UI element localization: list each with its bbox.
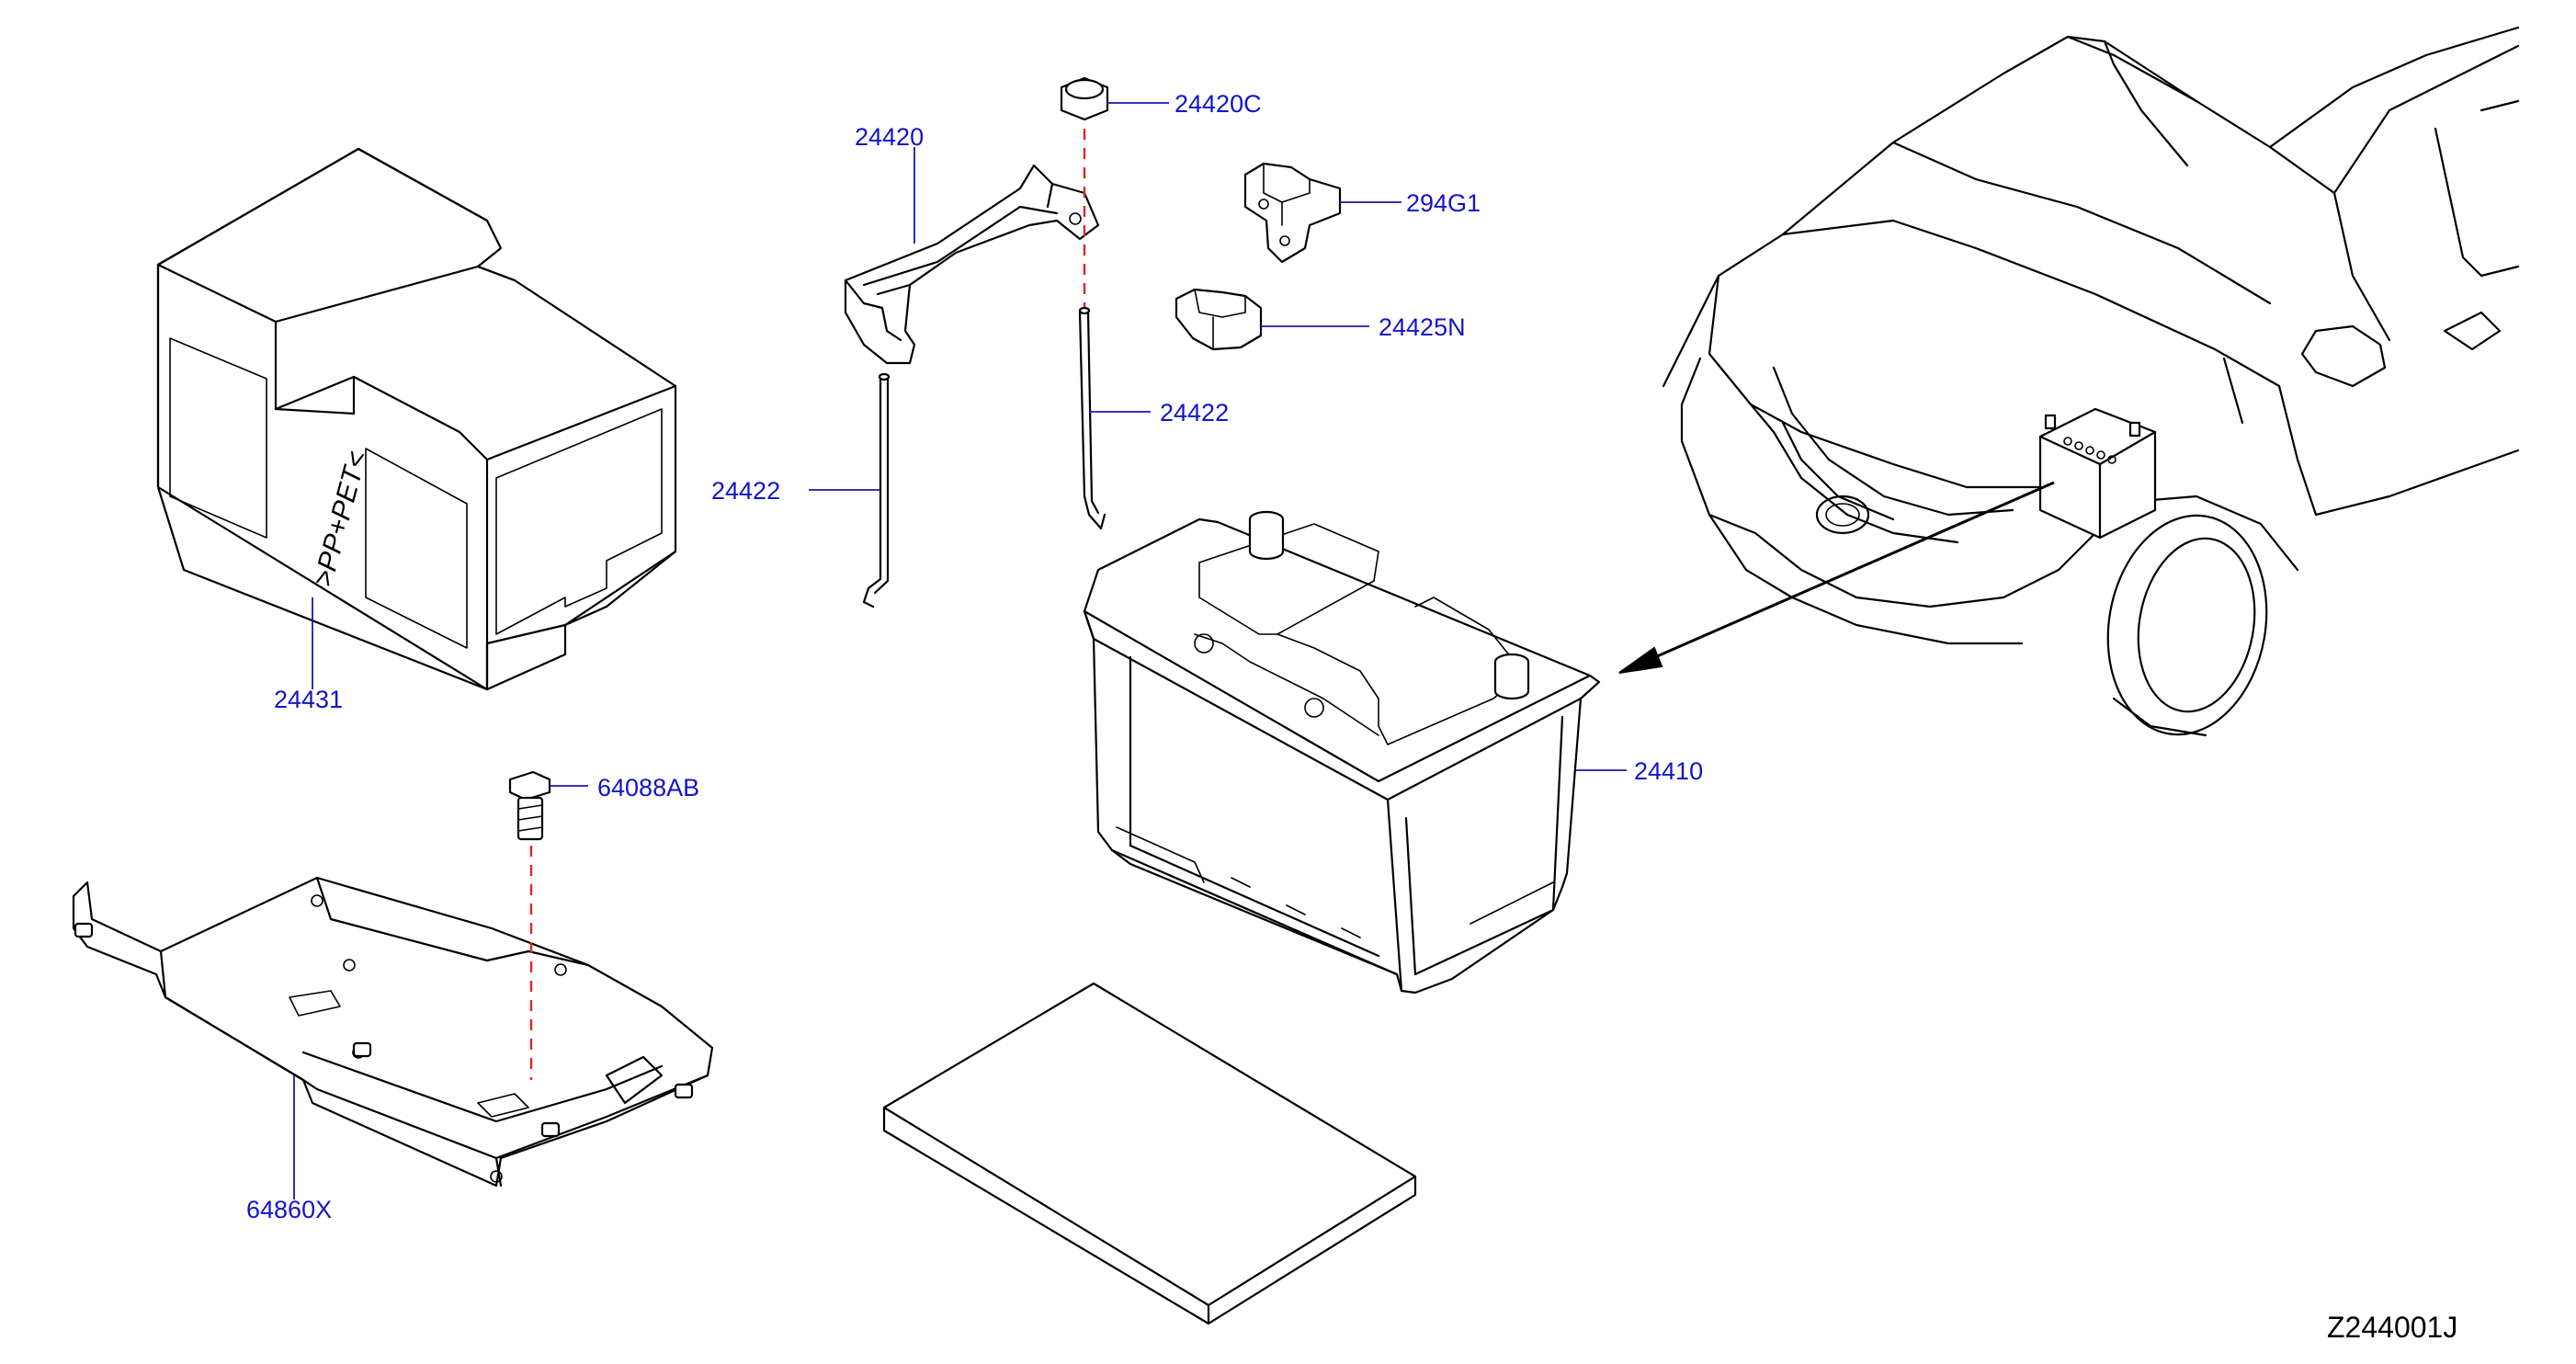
callout-64088AB: 64088AB — [597, 774, 699, 801]
callout-24420: 24420 — [855, 123, 924, 151]
harness-clip[interactable] — [1175, 288, 1263, 351]
battery[interactable] — [1083, 510, 1601, 995]
vehicle-location-view — [1662, 26, 2520, 737]
battery-hold-frame[interactable] — [844, 164, 1100, 365]
callout-24410: 24410 — [1634, 757, 1703, 785]
callout-24425N: 24425N — [1379, 313, 1466, 341]
battery-cover[interactable]: >PP+PET< — [156, 147, 677, 691]
callout-294G1: 294G1 — [1406, 189, 1481, 217]
callout-24420C: 24420C — [1175, 90, 1262, 118]
location-arrow — [1618, 481, 2055, 674]
battery-tray[interactable] — [72, 876, 714, 1188]
battery-pad[interactable] — [882, 982, 1417, 1325]
callout-24422-left: 24422 — [711, 477, 780, 505]
hold-down-rod-right[interactable] — [1078, 306, 1106, 530]
hold-frame-nut[interactable] — [1060, 76, 1109, 121]
tray-bolt[interactable] — [508, 770, 551, 841]
callout-64860X: 64860X — [246, 1196, 332, 1223]
battery-sensor[interactable] — [1243, 162, 1342, 264]
drawing-code: Z244001J — [2327, 1311, 2457, 1344]
callout-24422-right: 24422 — [1160, 399, 1229, 426]
hold-down-rod-left[interactable] — [862, 372, 891, 608]
callout-24431: 24431 — [274, 686, 343, 713]
